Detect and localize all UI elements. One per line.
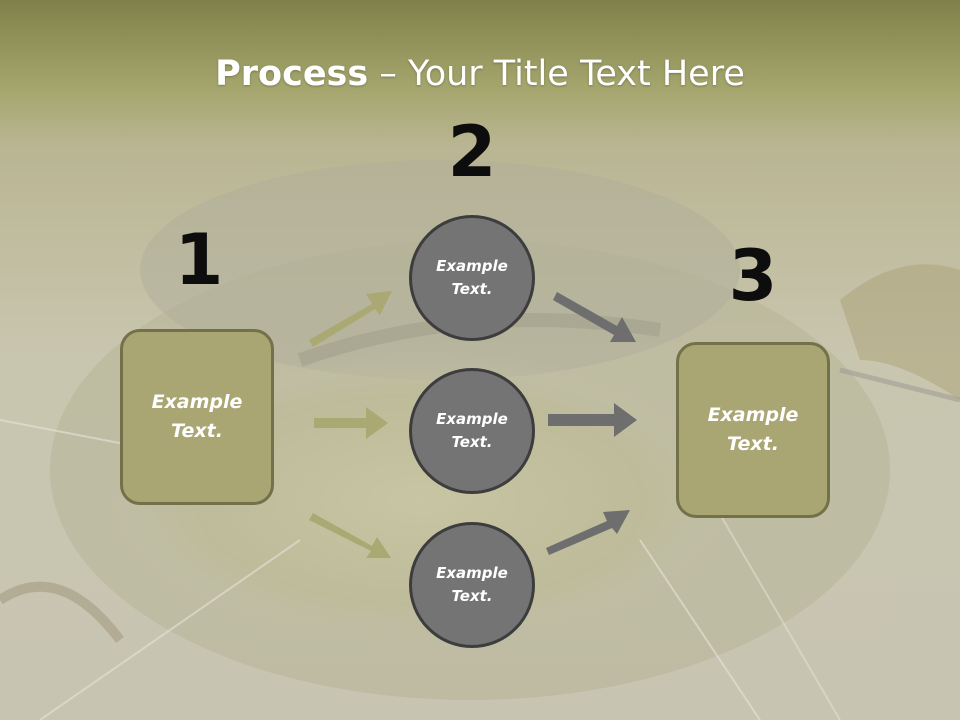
arrow-from-bottom-circle: [546, 510, 630, 555]
process-circle-middle: Example Text.: [409, 368, 535, 494]
step-box-3-line1: Example: [707, 404, 799, 426]
step-number-2: 2: [447, 111, 497, 193]
circle-middle-line2: Text.: [451, 433, 493, 451]
arrow-to-middle-circle: [314, 407, 388, 439]
arrow-from-middle-circle: [548, 403, 637, 437]
arrow-to-top-circle: [309, 291, 392, 347]
step-box-3: Example Text.: [676, 342, 830, 518]
step-box-1-line1: Example: [151, 391, 243, 413]
process-circle-bottom: Example Text.: [409, 522, 535, 648]
title-rest: – Your Title Text Here: [368, 54, 745, 94]
circle-middle-line1: Example: [436, 410, 508, 428]
slide-title: Process – Your Title Text Here: [0, 52, 960, 96]
circle-bottom-line2: Text.: [451, 587, 493, 605]
circle-top-line1: Example: [436, 257, 508, 275]
arrow-from-top-circle: [553, 292, 636, 342]
step-number-3: 3: [728, 235, 778, 317]
process-circle-top: Example Text.: [409, 215, 535, 341]
circle-bottom-line1: Example: [436, 564, 508, 582]
step-number-1: 1: [174, 219, 224, 301]
step-box-3-line2: Text.: [727, 433, 779, 455]
step-box-1: Example Text.: [120, 329, 274, 505]
step-box-1-line2: Text.: [171, 420, 223, 442]
title-bold: Process: [215, 54, 369, 94]
arrow-to-bottom-circle: [309, 513, 391, 558]
circle-top-line2: Text.: [451, 280, 493, 298]
